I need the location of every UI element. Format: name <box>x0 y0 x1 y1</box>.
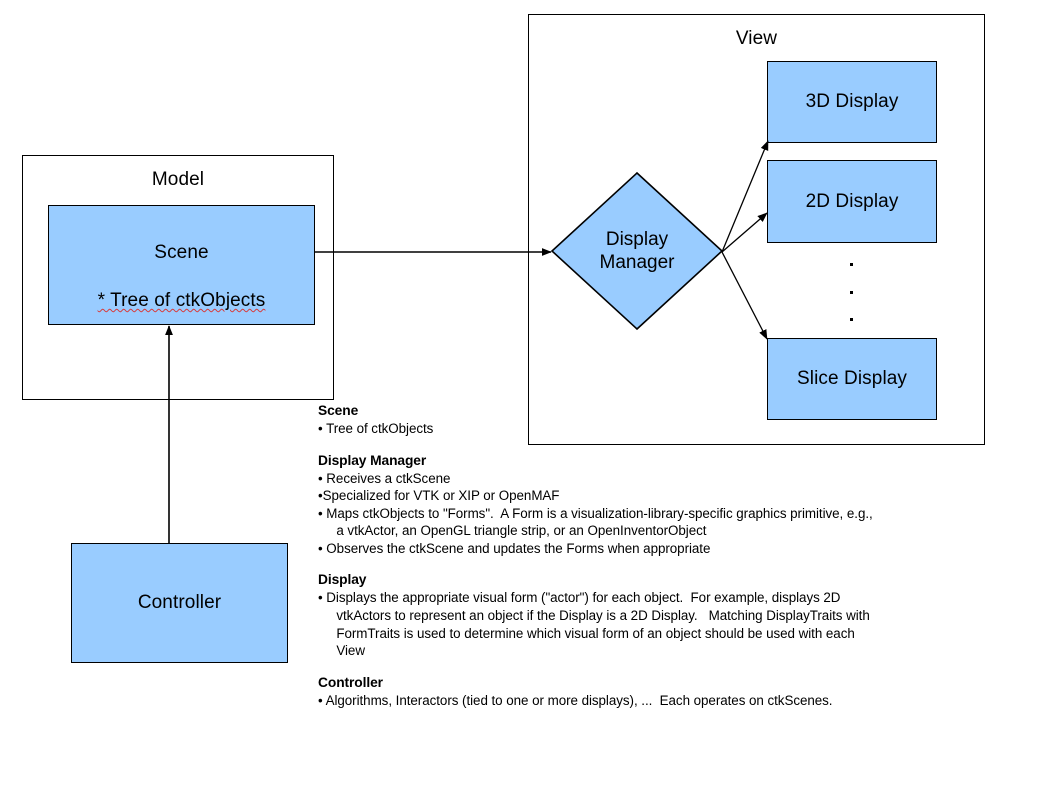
node-scene-label: Scene * Tree of ctkObjects <box>98 218 266 313</box>
node-3d-display-label: 3D Display <box>805 91 899 113</box>
legend-display-manager-bullet-1: •Specialized for VTK or XIP or OpenMAF <box>318 488 560 504</box>
node-scene-line1: Scene <box>154 242 209 264</box>
legend: Scene • Tree of ctkObjects Display Manag… <box>318 402 1048 709</box>
node-slice-display[interactable]: Slice Display <box>767 338 937 420</box>
node-scene[interactable]: Scene * Tree of ctkObjects <box>48 205 315 325</box>
model-panel <box>22 155 334 400</box>
legend-display-manager-bullet-4: • Observes the ctkScene and updates the … <box>318 540 711 556</box>
node-scene-line2: * Tree of ctkObjects <box>97 289 266 311</box>
diamond-shape <box>550 171 724 331</box>
legend-display-manager-bullet-0: • Receives a ctkScene <box>318 470 451 486</box>
legend-group-display-manager: Display Manager • Receives a ctkScene •S… <box>318 452 1048 558</box>
node-slice-display-label: Slice Display <box>796 368 908 390</box>
legend-display-bullet-3: View <box>318 643 365 659</box>
legend-display-manager-heading: Display Manager <box>318 452 427 468</box>
node-controller-label: Controller <box>137 592 222 614</box>
legend-controller-heading: Controller <box>318 674 383 690</box>
legend-display-bullet-0: • Displays the appropriate visual form (… <box>318 590 841 606</box>
view-panel-title: View <box>735 28 778 49</box>
node-3d-display[interactable]: 3D Display <box>767 61 937 143</box>
legend-group-controller: Controller • Algorithms, Interactors (ti… <box>318 674 1048 710</box>
legend-display-heading: Display <box>318 572 367 588</box>
model-panel-title: Model <box>151 169 205 190</box>
legend-group-scene: Scene • Tree of ctkObjects <box>318 402 1048 438</box>
legend-group-display: Display • Displays the appropriate visua… <box>318 571 1048 659</box>
legend-scene-bullet-0: • Tree of ctkObjects <box>318 421 434 437</box>
node-controller[interactable]: Controller <box>71 543 288 663</box>
view-panel <box>528 14 985 445</box>
node-display-manager[interactable]: Display Manager <box>550 171 724 331</box>
legend-display-bullet-2: FormTraits is used to determine which vi… <box>318 625 855 641</box>
node-display-manager-label: Display Manager <box>599 228 675 273</box>
node-2d-display[interactable]: 2D Display <box>767 160 937 243</box>
legend-display-manager-bullet-2: • Maps ctkObjects to "Forms". A Form is … <box>318 505 873 521</box>
legend-display-bullet-1: vtkActors to represent an object if the … <box>318 608 870 624</box>
node-2d-display-label: 2D Display <box>805 190 899 212</box>
legend-controller-bullet-0: • Algorithms, Interactors (tied to one o… <box>318 692 833 708</box>
legend-scene-heading: Scene <box>318 403 359 418</box>
legend-display-manager-bullet-3: a vtkActor, an OpenGL triangle strip, or… <box>318 523 707 539</box>
vertical-ellipsis-icon <box>849 263 853 321</box>
